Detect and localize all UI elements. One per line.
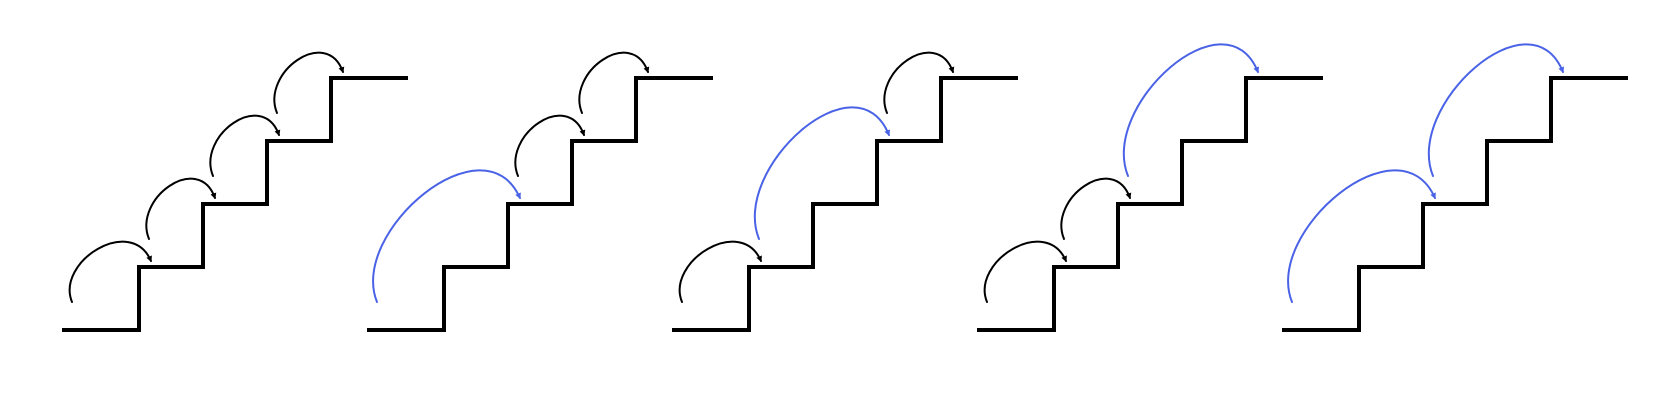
staircase-2 xyxy=(367,51,713,332)
single-step-arrow xyxy=(273,51,345,114)
single-step-arrow xyxy=(883,51,955,114)
staircase-4 xyxy=(977,43,1323,332)
single-step-arrow xyxy=(209,114,281,177)
staircase-outline xyxy=(1282,76,1628,332)
staircases-group xyxy=(62,43,1628,332)
staircase-outline xyxy=(367,76,713,332)
staircase-1 xyxy=(62,51,408,332)
staircase-outline xyxy=(672,76,1018,332)
single-step-arrow xyxy=(145,177,217,240)
double-step-arrow xyxy=(372,169,521,303)
double-step-arrow xyxy=(1122,43,1259,177)
staircase-outline xyxy=(977,76,1323,332)
staircase-outline xyxy=(62,76,408,332)
single-step-arrow xyxy=(578,51,650,114)
single-step-arrow xyxy=(514,114,586,177)
single-step-arrow xyxy=(1060,177,1132,240)
staircase-3 xyxy=(672,51,1018,332)
single-step-arrow xyxy=(983,240,1067,303)
double-step-arrow xyxy=(753,106,890,240)
staircase-5 xyxy=(1282,43,1628,332)
single-step-arrow xyxy=(678,240,762,303)
double-step-arrow xyxy=(1287,169,1436,303)
single-step-arrow xyxy=(68,240,152,303)
double-step-arrow xyxy=(1427,43,1564,177)
